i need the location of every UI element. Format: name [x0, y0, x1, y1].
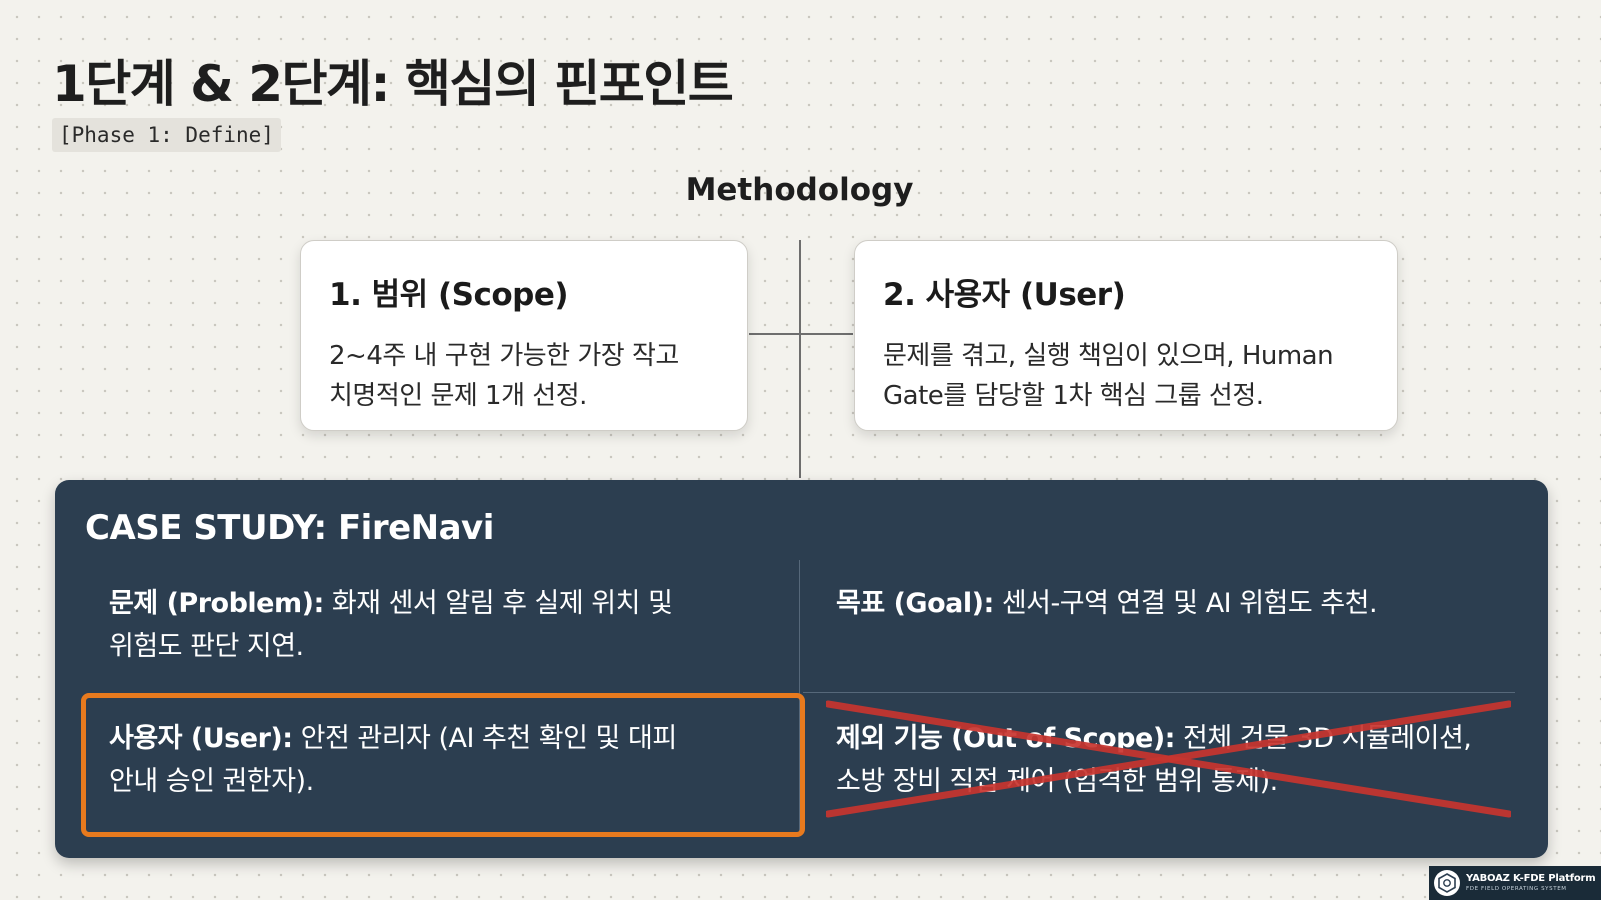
- slide-title: 1단계 & 2단계: 핵심의 핀포인트: [52, 55, 734, 113]
- case-item-user: 사용자 (User): 안전 관리자 (AI 추천 확인 및 대피 안내 승인 …: [109, 717, 749, 803]
- user-label: 사용자 (User):: [109, 723, 293, 754]
- case-item-problem: 문제 (Problem): 화재 센서 알림 후 실제 위치 및 위험도 판단 …: [109, 582, 749, 668]
- logo-text-group: YABOAZ K-FDE Platform FDE FIELD OPERATIN…: [1466, 873, 1596, 893]
- user-text-1: 안전 관리자 (AI 추천 확인 및 대피: [292, 723, 678, 754]
- user-card-title: 2. 사용자 (User): [883, 277, 1126, 313]
- phase-tag: [Phase 1: Define]: [52, 118, 281, 152]
- goal-text-1: 센서-구역 연결 및 AI 위험도 추천.: [993, 588, 1378, 619]
- problem-label: 문제 (Problem):: [109, 588, 324, 619]
- user-card: 2. 사용자 (User) 문제를 겪고, 실행 책임이 있으며, Human …: [854, 240, 1398, 431]
- goal-line-1: 목표 (Goal): 센서-구역 연결 및 AI 위험도 추천.: [836, 582, 1526, 625]
- logo-badge-icon: [1434, 870, 1460, 896]
- oos-text-2: 소방 장비 직접 제어 (엄격한 범위 통제).: [836, 766, 1278, 797]
- case-study-title: CASE STUDY: FireNavi: [85, 508, 494, 548]
- case-study-panel: CASE STUDY: FireNavi 문제 (Problem): 화재 센서…: [55, 480, 1548, 858]
- platform-logo: YABOAZ K-FDE Platform FDE FIELD OPERATIN…: [1429, 866, 1601, 900]
- case-item-goal: 목표 (Goal): 센서-구역 연결 및 AI 위험도 추천.: [836, 582, 1526, 625]
- platform-name: YABOAZ K-FDE Platform: [1466, 873, 1596, 884]
- problem-text-1: 화재 센서 알림 후 실제 위치 및: [323, 588, 673, 619]
- user-card-line-2: Gate를 담당할 1차 핵심 그룹 선정.: [883, 381, 1264, 411]
- user-card-line-1: 문제를 겪고, 실행 책임이 있으며, Human: [883, 341, 1334, 371]
- goal-label: 목표 (Goal):: [836, 588, 994, 619]
- problem-text-2: 위험도 판단 지연.: [109, 631, 304, 662]
- user-line-1: 사용자 (User): 안전 관리자 (AI 추천 확인 및 대피: [109, 717, 749, 760]
- cross-stroke-2: [826, 700, 1511, 818]
- user-highlight-box: [81, 693, 805, 837]
- user-text-2: 안내 승인 권한자).: [109, 766, 314, 797]
- scope-card-description: 2~4주 내 구현 가능한 가장 작고 치명적인 문제 1개 선정.: [329, 336, 719, 416]
- out-of-scope-cross-mark: [826, 700, 1511, 818]
- scope-card-line-1: 2~4주 내 구현 가능한 가장 작고: [329, 341, 679, 371]
- methodology-title: Methodology: [685, 172, 914, 208]
- problem-line-1: 문제 (Problem): 화재 센서 알림 후 실제 위치 및: [109, 582, 749, 625]
- scope-card: 1. 범위 (Scope) 2~4주 내 구현 가능한 가장 작고 치명적인 문…: [300, 240, 748, 431]
- scope-card-line-2: 치명적인 문제 1개 선정.: [329, 381, 587, 411]
- case-study-horizontal-divider: [803, 692, 1515, 693]
- user-card-description: 문제를 겪고, 실행 책임이 있으며, Human Gate를 담당할 1차 핵…: [883, 336, 1369, 416]
- platform-tagline: FDE FIELD OPERATING SYSTEM: [1466, 886, 1567, 892]
- connector-vertical-line: [799, 240, 801, 478]
- connector-horizontal-line: [749, 333, 853, 335]
- scope-card-title: 1. 범위 (Scope): [329, 277, 569, 313]
- methodology-heading: Methodology: [0, 172, 1601, 208]
